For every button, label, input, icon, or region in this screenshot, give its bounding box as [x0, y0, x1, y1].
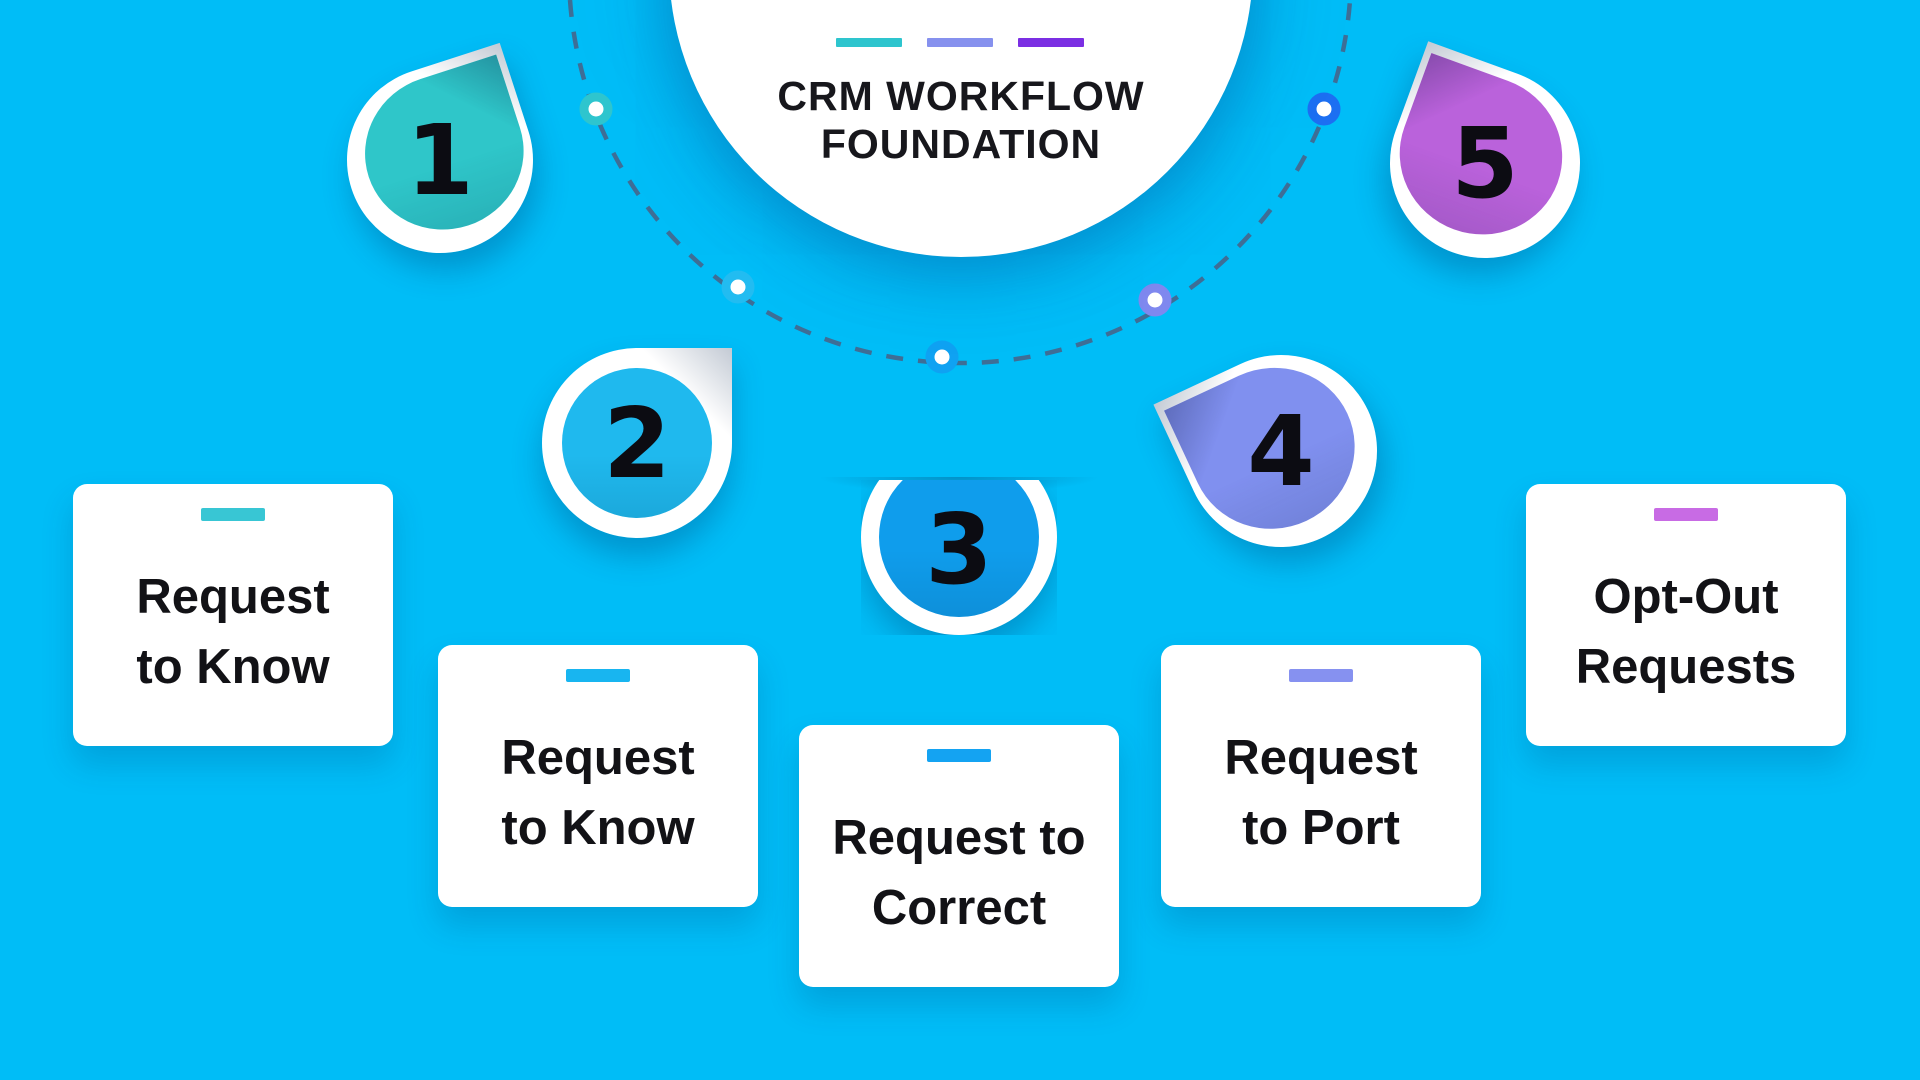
step-1-badge: 1: [322, 42, 558, 278]
arc-dot-4: [1138, 283, 1172, 317]
page-title: CRM WORKFLOW FOUNDATION: [661, 72, 1261, 168]
step-3-badge-fill: [879, 480, 1039, 617]
step-1-label: Request to Know: [73, 562, 393, 702]
step-3-card: Request to Correct: [799, 725, 1119, 987]
step-1-card: Request to Know: [73, 484, 393, 746]
step-4-label: Request to Port: [1161, 723, 1481, 863]
step-3-card-dash: [927, 749, 991, 762]
step-5-label-line1: Opt-Out: [1593, 570, 1779, 624]
step-3-label: Request to Correct: [799, 803, 1119, 943]
arc-dot-1: [579, 92, 613, 126]
step-2-card: Request to Know: [438, 645, 758, 907]
step-3-badge-clip: [861, 480, 1057, 635]
step-2-label-line1: Request: [501, 731, 695, 785]
teal-dash: [836, 38, 902, 47]
arc-dot-2: [721, 270, 755, 304]
arc-dot-3: [925, 340, 959, 374]
step-2-card-dash: [566, 669, 630, 682]
step-5-badge: 5: [1363, 41, 1607, 285]
step-4-label-line1: Request: [1224, 731, 1418, 785]
step-5-card-dash: [1654, 508, 1718, 521]
step-2-label-line2: to Know: [501, 801, 695, 855]
arc-dashed-line: [567, 0, 1353, 366]
step-2-label: Request to Know: [438, 723, 758, 863]
arc-dot-5: [1307, 92, 1341, 126]
step-4-label-line2: to Port: [1242, 801, 1400, 855]
title-accent-dashes: [836, 38, 1084, 47]
step-3-number: 3: [925, 492, 993, 606]
step-1-card-dash: [201, 508, 265, 521]
step-3-label-line1: Request to: [832, 811, 1086, 865]
step-4-card-dash: [1289, 669, 1353, 682]
step-2-badge-fill: [562, 368, 712, 518]
step-3-badge: 3: [861, 439, 1057, 635]
step-4-number: 4: [1247, 394, 1315, 508]
page-title-line1: CRM WORKFLOW: [777, 73, 1145, 119]
step-2-number: 2: [603, 386, 671, 500]
step-1-label-line2: to Know: [136, 640, 330, 694]
step-2-badge: 2: [542, 348, 732, 538]
step-3-label-line2: Correct: [871, 881, 1047, 935]
purple-dash: [1018, 38, 1084, 47]
step-4-card: Request to Port: [1161, 645, 1481, 907]
step-5-number: 5: [1451, 106, 1519, 220]
page-title-line2: FOUNDATION: [820, 121, 1102, 167]
step-1-number: 1: [406, 103, 474, 217]
step-4-badge: 4: [1153, 323, 1409, 579]
step-5-label-line2: Requests: [1575, 640, 1797, 694]
step-1-label-line1: Request: [136, 570, 330, 624]
periwinkle-dash: [927, 38, 993, 47]
